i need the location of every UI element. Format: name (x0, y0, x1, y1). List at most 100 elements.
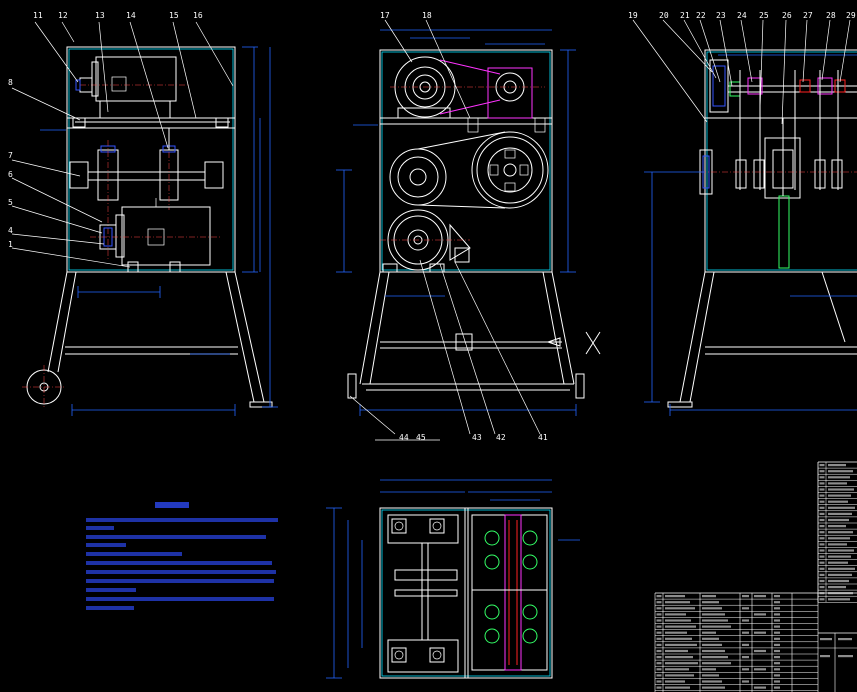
table-cell-text (665, 662, 698, 665)
table-cell-text (702, 643, 722, 646)
table-cell-text (656, 607, 662, 610)
table-cell-text (828, 579, 849, 583)
callout-6: 6 (8, 170, 13, 179)
technical-notes (86, 502, 278, 610)
table-cell-text (819, 579, 825, 583)
callout-27: 27 (803, 11, 813, 20)
table-cell-text (742, 656, 749, 659)
table-cell-text (665, 637, 692, 640)
table-cell-text (774, 625, 780, 628)
table-cell-text (828, 555, 851, 558)
table-cell-text (828, 470, 853, 473)
callout-13: 13 (95, 11, 105, 20)
table-cell-text (754, 595, 766, 598)
table-cell-text (702, 637, 719, 640)
table-cell-text (819, 537, 825, 540)
table-cell-text (774, 637, 780, 640)
table-cell-text (819, 506, 825, 509)
table-cell-text (828, 482, 847, 485)
table-cell-text (656, 674, 662, 677)
table-cell-text (742, 607, 749, 610)
table-cell-text (665, 601, 690, 604)
table-cell-text (702, 613, 725, 616)
table-cell-text (742, 680, 749, 683)
callout-15: 15 (169, 11, 179, 20)
callout-1: 1 (8, 240, 13, 249)
table-cell-text (828, 518, 849, 522)
callout-14: 14 (126, 11, 136, 20)
table-cell-text (702, 649, 725, 653)
table-cell-text (828, 561, 848, 564)
table-cell-text (774, 686, 780, 689)
table-cell-text (828, 586, 846, 589)
callout-21: 21 (680, 11, 690, 20)
table-cell-text (774, 595, 780, 598)
table-cell-text (656, 686, 662, 689)
top-view-bearings (484, 530, 538, 644)
left-view-leaders (11, 21, 234, 268)
top-view (326, 479, 580, 679)
table-cell-text (665, 613, 686, 616)
callout-28: 28 (826, 11, 836, 20)
table-cell-text (774, 668, 780, 671)
table-cell-text (819, 494, 825, 497)
table-cell-text (774, 643, 780, 646)
table-cell-text (820, 638, 832, 641)
table-cell-text (828, 537, 850, 540)
callout-20: 20 (659, 11, 669, 20)
table-cell-text (742, 631, 749, 634)
table-cell-text (819, 531, 825, 534)
table-cell-text (828, 531, 853, 534)
table-cell-text (656, 619, 662, 622)
table-cell-text (828, 500, 848, 503)
table-cell-text (819, 512, 825, 515)
table-cell-text (656, 625, 662, 628)
callout-41: 41 (538, 433, 548, 442)
right-view-callouts: 19 20 21 22 23 24 25 26 27 28 29 (628, 11, 856, 20)
callout-22: 22 (696, 11, 706, 20)
table-cell-text (819, 525, 825, 528)
table-cell-text (665, 674, 694, 677)
table-cell-text (665, 649, 688, 653)
front-view: 17 18 44 45 43 42 41 (336, 11, 601, 442)
callout-29: 29 (846, 11, 856, 20)
table-cell-text (702, 656, 728, 659)
table-cell-text (828, 506, 855, 509)
table-cell-text (702, 686, 725, 689)
left-view-callouts: 11 12 13 14 15 16 8 7 6 5 4 1 (8, 11, 203, 249)
table-cell-text (828, 488, 854, 491)
table-cell-text (819, 543, 825, 546)
table-cell-text (742, 619, 749, 622)
callout-11: 11 (33, 11, 43, 20)
table-cell-text (838, 638, 852, 641)
table-cell-text (656, 668, 662, 671)
table-cell-text (656, 595, 662, 598)
table-cell-text (656, 643, 662, 646)
table-cell-text (742, 668, 749, 671)
callout-5: 5 (8, 198, 13, 207)
table-cell-text (774, 631, 780, 634)
callout-17: 17 (380, 11, 390, 20)
table-cell-text (656, 637, 662, 640)
table-cell-text (656, 601, 662, 604)
table-cell-text (665, 656, 693, 659)
table-cell-text (702, 680, 722, 683)
table-cell-text (665, 643, 697, 646)
callout-18: 18 (422, 11, 432, 20)
table-cell-text (819, 586, 825, 589)
table-cell-text (774, 662, 780, 665)
table-cell-text (665, 625, 696, 628)
table-cell-text (819, 598, 825, 601)
table-cell-text (702, 662, 731, 665)
table-cell-text (754, 649, 766, 653)
table-cell-text (774, 674, 780, 677)
table-cell-text (819, 500, 825, 503)
table-cell-text (702, 674, 719, 677)
callout-12: 12 (58, 11, 68, 20)
table-cell-text (754, 668, 766, 671)
table-cell-text (702, 607, 722, 610)
table-cell-text (828, 567, 855, 570)
table-cell-text (828, 464, 846, 467)
callout-24: 24 (737, 11, 747, 20)
